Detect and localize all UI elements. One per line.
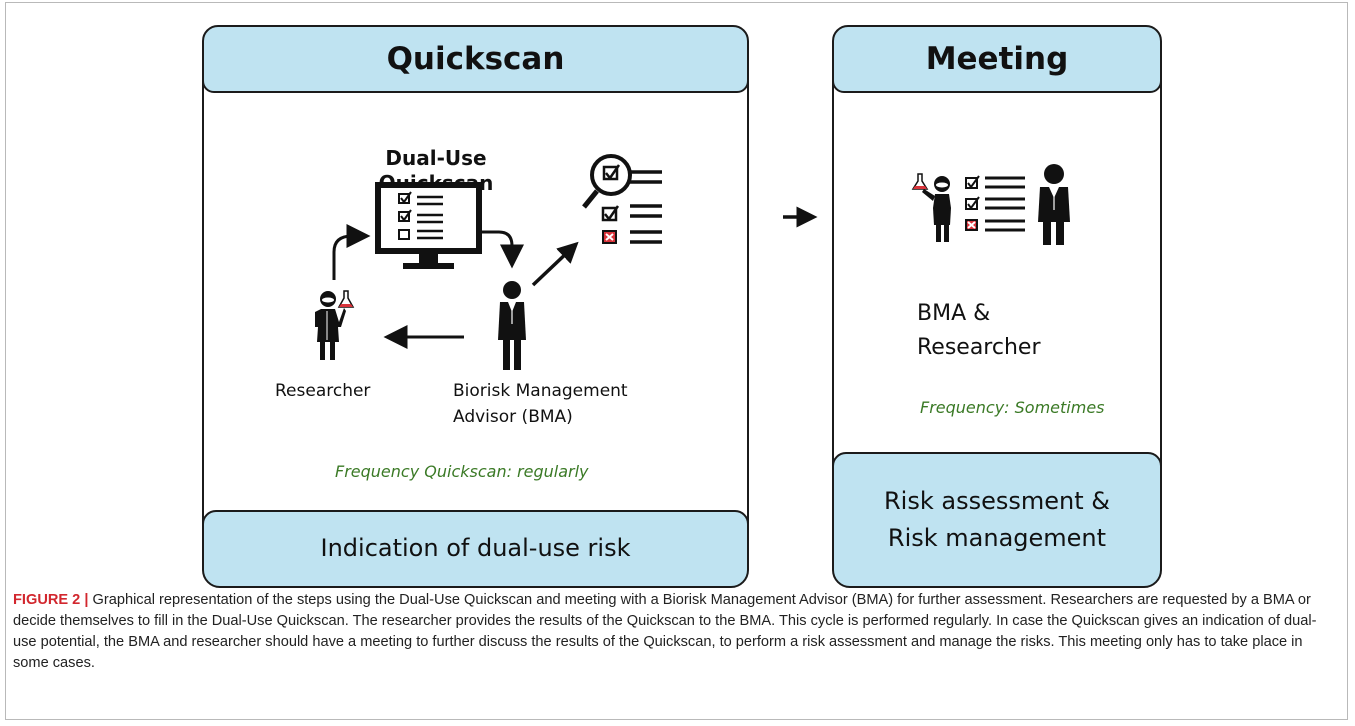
researcher-icon	[315, 290, 355, 360]
quickscan-title: Quickscan	[386, 41, 565, 77]
figure-caption: FIGURE 2 | Graphical representation of t…	[13, 590, 1338, 675]
meeting-title: Meeting	[925, 41, 1069, 77]
figure-label: FIGURE 2 |	[13, 592, 89, 608]
meeting-title-box: Meeting	[832, 25, 1162, 93]
meeting-footer: Risk assessment & Risk management	[884, 486, 1110, 552]
researcher-icon	[911, 173, 951, 242]
bma-label: Biorisk Management Advisor (BMA)	[453, 381, 628, 428]
flow-arrow-icon	[332, 224, 371, 280]
meeting-footer-box: Risk assessment & Risk management	[832, 452, 1162, 588]
quickscan-title-box: Quickscan	[202, 25, 749, 93]
computer-checklist-icon	[375, 182, 482, 269]
flow-arrow-icon	[531, 241, 579, 287]
magnifier-checklist-icon	[582, 154, 662, 244]
checklist-icon	[965, 175, 1025, 232]
researcher-label: Researcher	[275, 381, 371, 401]
quickscan-frequency: Frequency Quickscan: regularly	[335, 462, 589, 481]
meeting-frequency: Frequency: Sometimes	[920, 398, 1105, 417]
bma-person-icon	[1038, 164, 1070, 245]
quickscan-footer: Indication of dual-use risk	[320, 534, 631, 563]
flow-arrow-icon	[482, 230, 524, 269]
quickscan-footer-box: Indication of dual-use risk	[202, 510, 749, 588]
bma-person-icon	[498, 281, 526, 370]
meeting-participants: BMA & Researcher	[917, 301, 1041, 361]
figure-frame	[5, 2, 1348, 720]
caption-text: Graphical representation of the steps us…	[13, 592, 1317, 672]
